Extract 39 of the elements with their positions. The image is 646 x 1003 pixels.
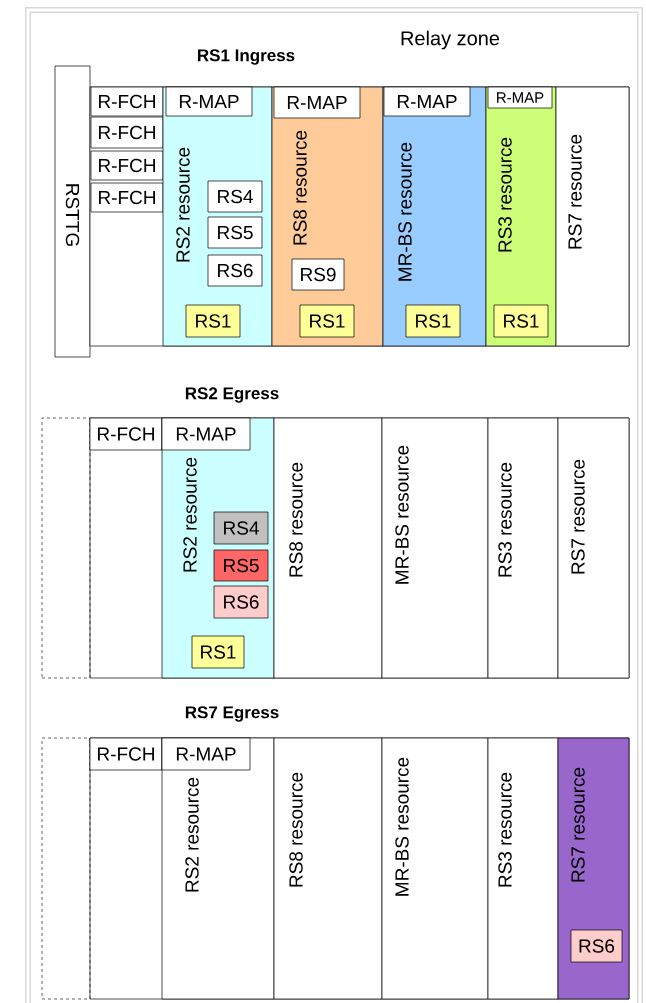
resource-column: RS7 resource xyxy=(555,86,630,347)
node-label: RS1 Ingress xyxy=(198,49,295,65)
resource-column: RS7 resource xyxy=(557,417,630,679)
node-label: RS2 Egress xyxy=(185,387,279,403)
station-box: RS4 xyxy=(207,180,263,213)
station-box: RS6 xyxy=(570,929,623,963)
resource-column: MR-BS resource xyxy=(381,737,489,1000)
fch-box: R-FCH xyxy=(90,150,164,181)
map-box: R-MAP xyxy=(273,86,361,119)
fch-box: R-FCH xyxy=(90,182,164,213)
station-box: RS1 xyxy=(191,635,245,669)
resource-column: RS8 resource xyxy=(273,737,383,1000)
map-box: R-MAP xyxy=(487,86,553,109)
station-box: RS6 xyxy=(213,585,269,619)
station-box: RS1 xyxy=(185,304,241,338)
station-box: RS1 xyxy=(299,304,355,338)
placeholder-box xyxy=(41,737,91,1000)
map-box: R-MAP xyxy=(165,86,253,117)
placeholder-box xyxy=(41,417,91,679)
zone-title: Relay zone xyxy=(401,30,500,50)
station-box: RS1 xyxy=(493,304,549,338)
station-box: RS9 xyxy=(291,258,345,291)
map-box: R-MAP xyxy=(383,86,471,117)
map-box: R-MAP xyxy=(161,417,251,451)
station-box: RS5 xyxy=(213,549,269,582)
fch-box: R-FCH xyxy=(90,86,164,117)
station-box: RS1 xyxy=(405,304,461,338)
station-box: RS4 xyxy=(213,511,269,545)
resource-column: RS3 resource xyxy=(487,417,559,679)
map-box: R-MAP xyxy=(161,737,251,771)
fch-box: R-FCH xyxy=(89,417,163,451)
resource-column: RS3 resource xyxy=(487,737,559,1000)
fch-box: R-FCH xyxy=(90,116,164,149)
station-box: RS6 xyxy=(207,254,263,287)
resource-column: MR-BS resource xyxy=(381,417,489,679)
fch-box: R-FCH xyxy=(89,737,163,771)
resource-column: RS8 resource xyxy=(273,417,383,679)
station-box: RS5 xyxy=(207,216,263,249)
node-label: RS7 Egress xyxy=(185,706,279,722)
